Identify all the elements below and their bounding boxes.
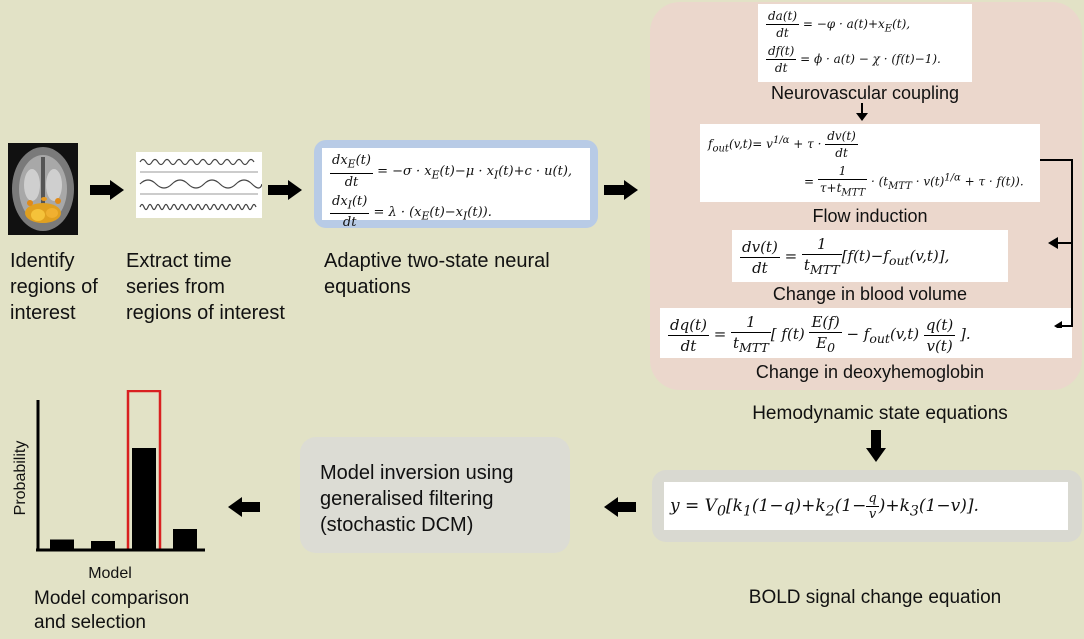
right-arrow-icon [604,180,638,205]
extract-caption: Extract time series from regions of inte… [126,250,285,324]
left-arrow-icon [228,497,260,522]
model-inversion-panel [300,437,570,553]
neurovascular-equations: da(t)dt = −φ · a(t)+xE(t), df(t)dt = ϕ ·… [758,4,972,82]
left-arrow-icon [604,497,636,522]
bar-model-3 [132,448,156,550]
deoxy-label: Change in deoxyhemoglobin [755,362,985,382]
bar-model-2 [91,541,115,550]
inversion-caption: Model inversion using generalised filter… [320,462,514,536]
y-axis-label: Probability [12,441,29,516]
model-probability-chart: Probability Model [12,390,205,582]
right-arrow-icon [90,180,124,205]
down-arrow-icon [866,430,886,467]
bar-model-1 [50,539,74,550]
brain-scan-icon [8,143,78,235]
neural-caption: Adaptive two-state neural equations [324,250,550,298]
selection-caption: Model comparison and selection [34,588,190,633]
flow-label: Flow induction [812,206,928,226]
neurovascular-label: Neurovascular coupling [770,83,960,103]
bar-model-4 [173,529,197,550]
feedback-arrow [1040,158,1080,333]
neural-equations: dxE(t)dt = −σ · xE(t)−μ · xI(t)+c · u(t)… [322,148,590,230]
bold-caption: BOLD signal change equation [748,587,1002,608]
volume-label: Change in blood volume [772,284,968,304]
hemodynamic-title: Hemodynamic state equations [752,403,1008,424]
identify-caption: Identify regions of interest [10,250,98,324]
down-arrow-icon [856,103,868,126]
right-arrow-icon [268,180,302,205]
x-axis-label: Model [88,565,132,582]
time-series-panel [136,152,263,218]
